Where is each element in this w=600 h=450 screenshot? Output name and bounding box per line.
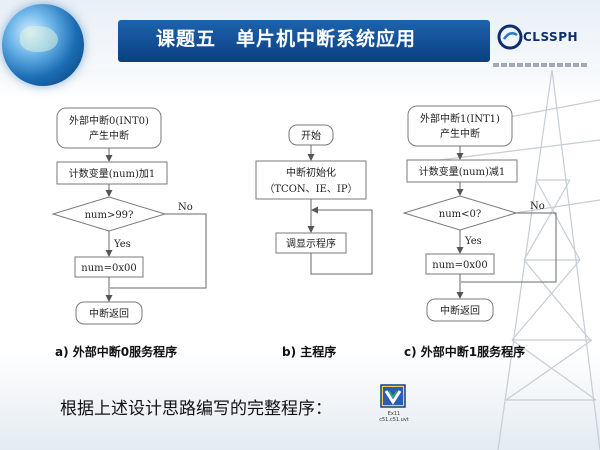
c-end-box bbox=[426, 298, 494, 322]
flowchart-a: 外部中断0(INT0) 产生中断 计数变量(num)加1 num>99? No … bbox=[51, 107, 207, 325]
a-no-label: No bbox=[178, 202, 193, 213]
c-start-box bbox=[407, 105, 513, 147]
publisher-logo-icon bbox=[497, 24, 523, 50]
c-end-text: 中断返回 bbox=[440, 304, 480, 317]
b-call-text: 调显示程序 bbox=[286, 237, 336, 250]
program-file-icon[interactable] bbox=[380, 384, 406, 408]
caption-a: a) 外部中断0服务程序 bbox=[55, 345, 178, 359]
c-start-line2: 产生中断 bbox=[440, 127, 480, 140]
caption-c: c) 外部中断1服务程序 bbox=[404, 345, 526, 359]
b-init-line2: （TCON、IE、IP） bbox=[264, 183, 357, 195]
program-file-ext: c51.c51.uvt bbox=[379, 417, 409, 423]
page-title: 课题五 单片机中断系统应用 bbox=[156, 28, 417, 50]
a-start-box bbox=[56, 107, 162, 149]
b-start-text: 开始 bbox=[301, 129, 321, 142]
c-step-box bbox=[406, 159, 518, 183]
a-start-line1: 外部中断0(INT0) bbox=[69, 114, 149, 127]
a-step-box bbox=[56, 161, 168, 185]
c-yes-label: Yes bbox=[464, 236, 482, 247]
a-assign-text: num=0x00 bbox=[81, 263, 136, 274]
prompt-text: 根据上述设计思路编写的完整程序： bbox=[60, 399, 332, 419]
publisher-logo-text: CLSSPH bbox=[523, 30, 579, 44]
c-assign-text: num=0x00 bbox=[432, 260, 487, 271]
a-decision-text: num>99? bbox=[85, 210, 134, 221]
globe-icon bbox=[2, 4, 84, 86]
flowchart-c: 外部中断1(INT1) 产生中断 计数变量(num)减1 num<0? No Y… bbox=[402, 105, 557, 322]
c-start-line1: 外部中断1(INT1) bbox=[420, 112, 500, 125]
title-bar bbox=[118, 20, 490, 62]
b-init-line1: 中断初始化 bbox=[286, 166, 336, 179]
c-step-text: 计数变量(num)减1 bbox=[419, 165, 506, 178]
program-file-name: Ex11 bbox=[387, 411, 401, 417]
flowchart-b: 开始 中断初始化 （TCON、IE、IP） 调显示程序 bbox=[255, 124, 373, 275]
c-decision-text: num<0? bbox=[439, 209, 481, 220]
a-end-text: 中断返回 bbox=[89, 307, 129, 320]
c-no-label: No bbox=[530, 201, 545, 212]
publisher-logo-subtitle-icon bbox=[493, 52, 598, 67]
a-yes-label: Yes bbox=[113, 239, 131, 250]
a-step-text: 计数变量(num)加1 bbox=[69, 167, 156, 180]
caption-b: b) 主程序 bbox=[282, 345, 337, 359]
program-file-label[interactable]: Ex11 c51.c51.uvt bbox=[374, 411, 414, 423]
a-end-box bbox=[75, 301, 143, 325]
a-start-line2: 产生中断 bbox=[89, 129, 129, 142]
